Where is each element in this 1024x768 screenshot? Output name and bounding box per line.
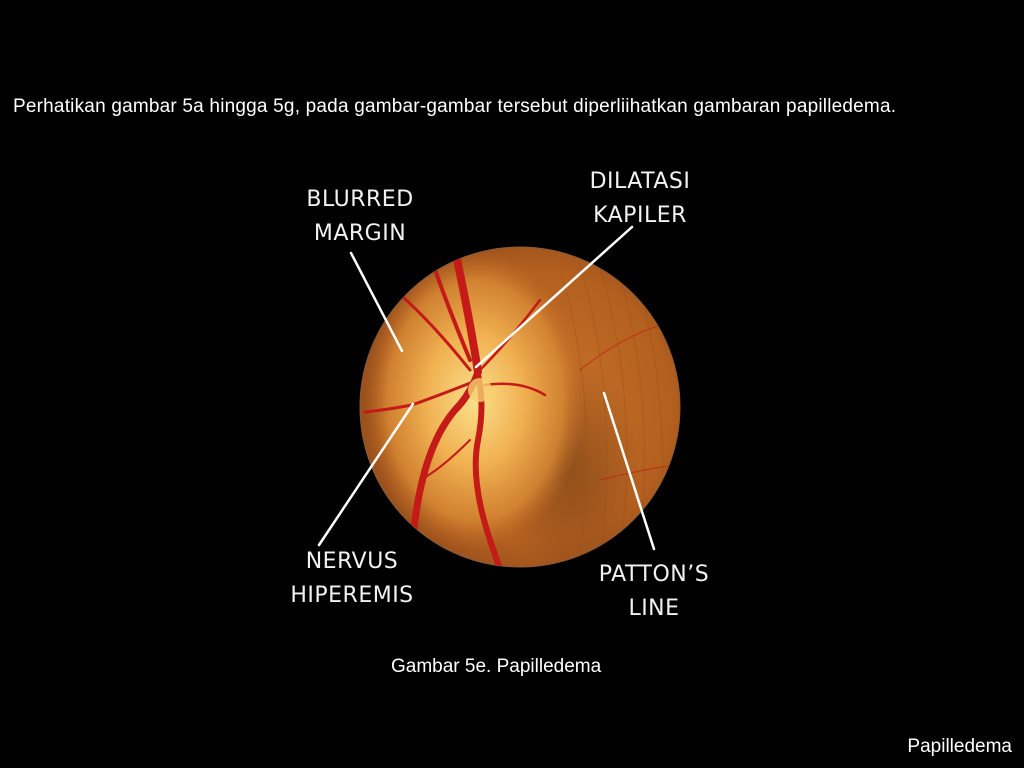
label-line: PATTON’S <box>598 562 710 587</box>
label-blurred-margin: BLURRED MARGIN <box>290 183 430 251</box>
label-dilatasi-kapiler: DILATASI KAPILER <box>570 165 710 233</box>
label-line: MARGIN <box>313 221 407 246</box>
blurred-margin-pointer <box>349 251 404 353</box>
label-line: HIPEREMIS <box>290 583 414 608</box>
figure-caption: Gambar 5e. Papilledema <box>391 656 602 677</box>
slide-footer: Papilledema <box>907 736 1012 757</box>
label-pattons-line: PATTON’S LINE <box>580 558 728 626</box>
intro-paragraph: Perhatikan gambar 5a hingga 5g, pada gam… <box>13 96 897 117</box>
label-line: BLURRED <box>306 187 414 212</box>
label-line: DILATASI <box>589 169 691 194</box>
label-line: NERVUS <box>305 549 399 574</box>
label-line: KAPILER <box>593 203 687 228</box>
label-line: LINE <box>628 596 680 621</box>
dilatasi-kapiler-pointer <box>474 225 634 369</box>
pattons-line-pointer <box>602 391 656 551</box>
label-nervus-hiperemis: NERVUS HIPEREMIS <box>270 545 434 613</box>
nervus-hiperemis-pointer <box>317 402 415 547</box>
